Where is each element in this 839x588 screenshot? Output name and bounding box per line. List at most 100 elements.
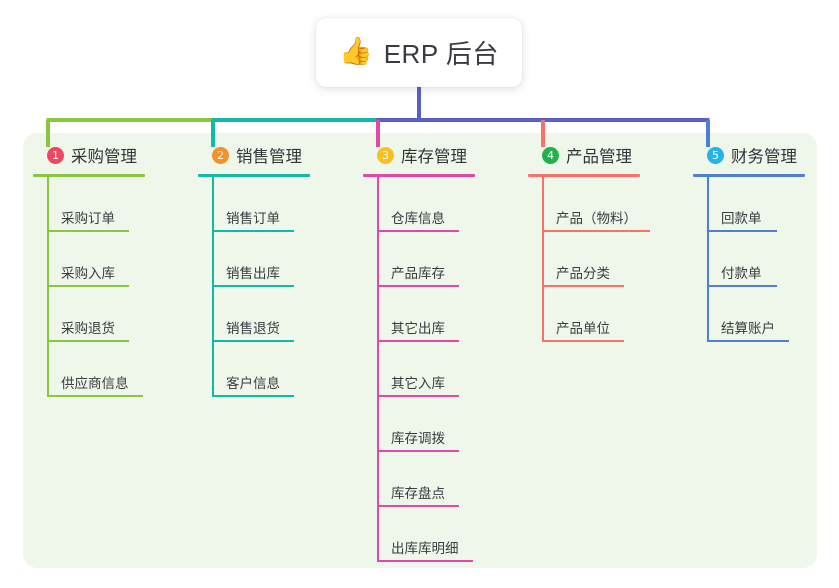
leaf-item[interactable]: 产品库存 [363, 232, 475, 287]
leaf-list-4: 产品（物料） 产品分类产品单位 [528, 177, 650, 342]
branch-badge-5: 5 [707, 146, 724, 164]
leaf-label: 仓库信息 [391, 211, 445, 226]
branch-underline-5 [693, 174, 805, 177]
leaf-label: 回款单 [721, 211, 762, 226]
leaf-underline [212, 395, 294, 397]
leaf-underline [377, 285, 459, 287]
root-node[interactable]: 👍 ERP 后台 [316, 18, 522, 87]
branch-badge-3: 3 [377, 146, 394, 164]
leaf-label: 销售出库 [226, 266, 280, 281]
leaf-underline [542, 230, 650, 232]
leaf-underline [542, 340, 624, 342]
leaf-underline [212, 340, 294, 342]
branch-column-1: 1 采购管理采购订单采购入库采购退货供应商信息 [33, 143, 145, 397]
branch-spine-3 [377, 177, 379, 562]
branch-badge-1: 1 [47, 146, 64, 164]
leaf-item[interactable]: 其它入库 [363, 342, 475, 397]
branch-badge-4: 4 [542, 146, 559, 164]
leaf-label: 其它入库 [391, 376, 445, 391]
leaf-label: 产品分类 [556, 266, 610, 281]
leaf-item[interactable]: 销售订单 [198, 177, 310, 232]
branch-spine-4 [542, 177, 544, 342]
leaf-item[interactable]: 结算账户 [693, 287, 805, 342]
leaf-item[interactable]: 销售退货 [198, 287, 310, 342]
leaf-label: 结算账户 [721, 321, 775, 336]
branch-underline-2 [198, 174, 310, 177]
leaf-item[interactable]: 采购入库 [33, 232, 145, 287]
leaf-underline [377, 560, 473, 562]
leaf-underline [707, 230, 777, 232]
branch-badge-2: 2 [212, 146, 229, 164]
branch-header-3[interactable]: 3 库存管理 [363, 143, 475, 167]
branch-underline-3 [363, 174, 475, 177]
leaf-underline [377, 395, 459, 397]
leaf-label: 其它出库 [391, 321, 445, 336]
leaf-underline [707, 340, 789, 342]
branch-title-3: 库存管理 [401, 148, 467, 166]
branch-title-5: 财务管理 [731, 148, 797, 166]
leaf-label: 采购入库 [61, 266, 115, 281]
leaf-underline [377, 340, 459, 342]
leaf-label: 付款单 [721, 266, 762, 281]
leaf-label: 库存调拨 [391, 431, 445, 446]
leaf-underline [542, 285, 624, 287]
branch-spine-1 [47, 177, 49, 397]
branch-header-5[interactable]: 5 财务管理 [693, 143, 805, 167]
leaf-underline [212, 285, 294, 287]
branch-title-2: 销售管理 [236, 148, 302, 166]
leaf-item[interactable]: 供应商信息 [33, 342, 145, 397]
branch-column-5: 5 财务管理回款单付款单结算账户 [693, 143, 805, 342]
leaf-label: 客户信息 [226, 376, 280, 391]
leaf-item[interactable]: 采购订单 [33, 177, 145, 232]
branch-underline-1 [33, 174, 145, 177]
leaf-item[interactable]: 出库库明细 [363, 507, 475, 562]
leaf-underline [377, 230, 459, 232]
leaf-underline [377, 450, 459, 452]
leaf-label: 销售退货 [226, 321, 280, 336]
leaf-label: 供应商信息 [61, 376, 129, 391]
branch-header-1[interactable]: 1 采购管理 [33, 143, 145, 167]
leaf-item[interactable]: 产品（物料） [528, 177, 650, 232]
branch-underline-4 [528, 174, 640, 177]
leaf-item[interactable]: 付款单 [693, 232, 805, 287]
branch-header-2[interactable]: 2 销售管理 [198, 143, 310, 167]
branch-column-2: 2 销售管理销售订单销售出库销售退货客户信息 [198, 143, 310, 397]
branch-title-4: 产品管理 [566, 148, 632, 166]
diagram-background-panel [23, 133, 817, 568]
leaf-label: 产品库存 [391, 266, 445, 281]
leaf-list-1: 采购订单采购入库采购退货供应商信息 [33, 177, 145, 397]
branch-header-4[interactable]: 4 产品管理 [528, 143, 640, 167]
leaf-item[interactable]: 产品分类 [528, 232, 640, 287]
leaf-item[interactable]: 库存盘点 [363, 452, 475, 507]
leaf-item[interactable]: 库存调拨 [363, 397, 475, 452]
leaf-underline [47, 395, 143, 397]
leaf-label: 产品单位 [556, 321, 610, 336]
leaf-label: 产品（物料） [556, 211, 637, 226]
leaf-item[interactable]: 仓库信息 [363, 177, 475, 232]
leaf-label: 销售订单 [226, 211, 280, 226]
leaf-underline [707, 285, 777, 287]
branch-spine-5 [707, 177, 709, 342]
leaf-underline [212, 230, 294, 232]
leaf-item[interactable]: 采购退货 [33, 287, 145, 342]
leaf-item[interactable]: 回款单 [693, 177, 805, 232]
leaf-underline [47, 285, 129, 287]
leaf-list-5: 回款单付款单结算账户 [693, 177, 805, 342]
leaf-item[interactable]: 销售出库 [198, 232, 310, 287]
leaf-underline [47, 230, 129, 232]
leaf-item[interactable]: 其它出库 [363, 287, 475, 342]
leaf-list-3: 仓库信息产品库存其它出库其它入库库存调拨库存盘点出库库明细 [363, 177, 475, 562]
branch-title-1: 采购管理 [71, 148, 137, 166]
leaf-list-2: 销售订单销售出库销售退货客户信息 [198, 177, 310, 397]
leaf-item[interactable]: 产品单位 [528, 287, 640, 342]
leaf-label: 采购订单 [61, 211, 115, 226]
leaf-item[interactable]: 客户信息 [198, 342, 310, 397]
leaf-label: 出库库明细 [391, 541, 459, 556]
root-node-title: ERP 后台 [383, 39, 499, 69]
leaf-underline [47, 340, 129, 342]
leaf-label: 采购退货 [61, 321, 115, 336]
leaf-underline [377, 505, 459, 507]
thumbs-up-icon: 👍 [339, 36, 373, 66]
branch-spine-2 [212, 177, 214, 397]
